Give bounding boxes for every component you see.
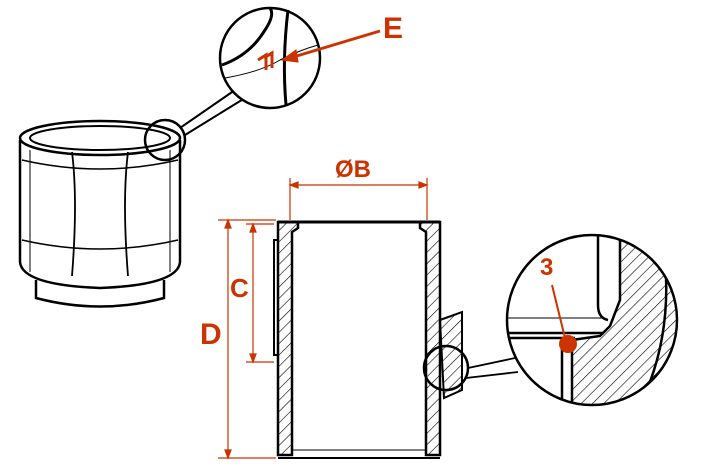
grip-mark-icon: [257, 50, 274, 70]
arrow-icon: [280, 49, 299, 63]
label-c: C: [230, 273, 249, 303]
detail-e-callout: [143, 6, 381, 162]
label-3: 3: [540, 254, 554, 281]
label-e: E: [383, 12, 404, 45]
detail-3-view: [505, 233, 679, 407]
seal-point-icon: [559, 335, 577, 353]
dimension-lines: [218, 178, 429, 460]
coupling-section-view: [273, 220, 519, 459]
coupling-3d-view: [18, 119, 182, 308]
label-d: D: [200, 318, 222, 351]
label-diameter-b: ØB: [335, 156, 371, 183]
